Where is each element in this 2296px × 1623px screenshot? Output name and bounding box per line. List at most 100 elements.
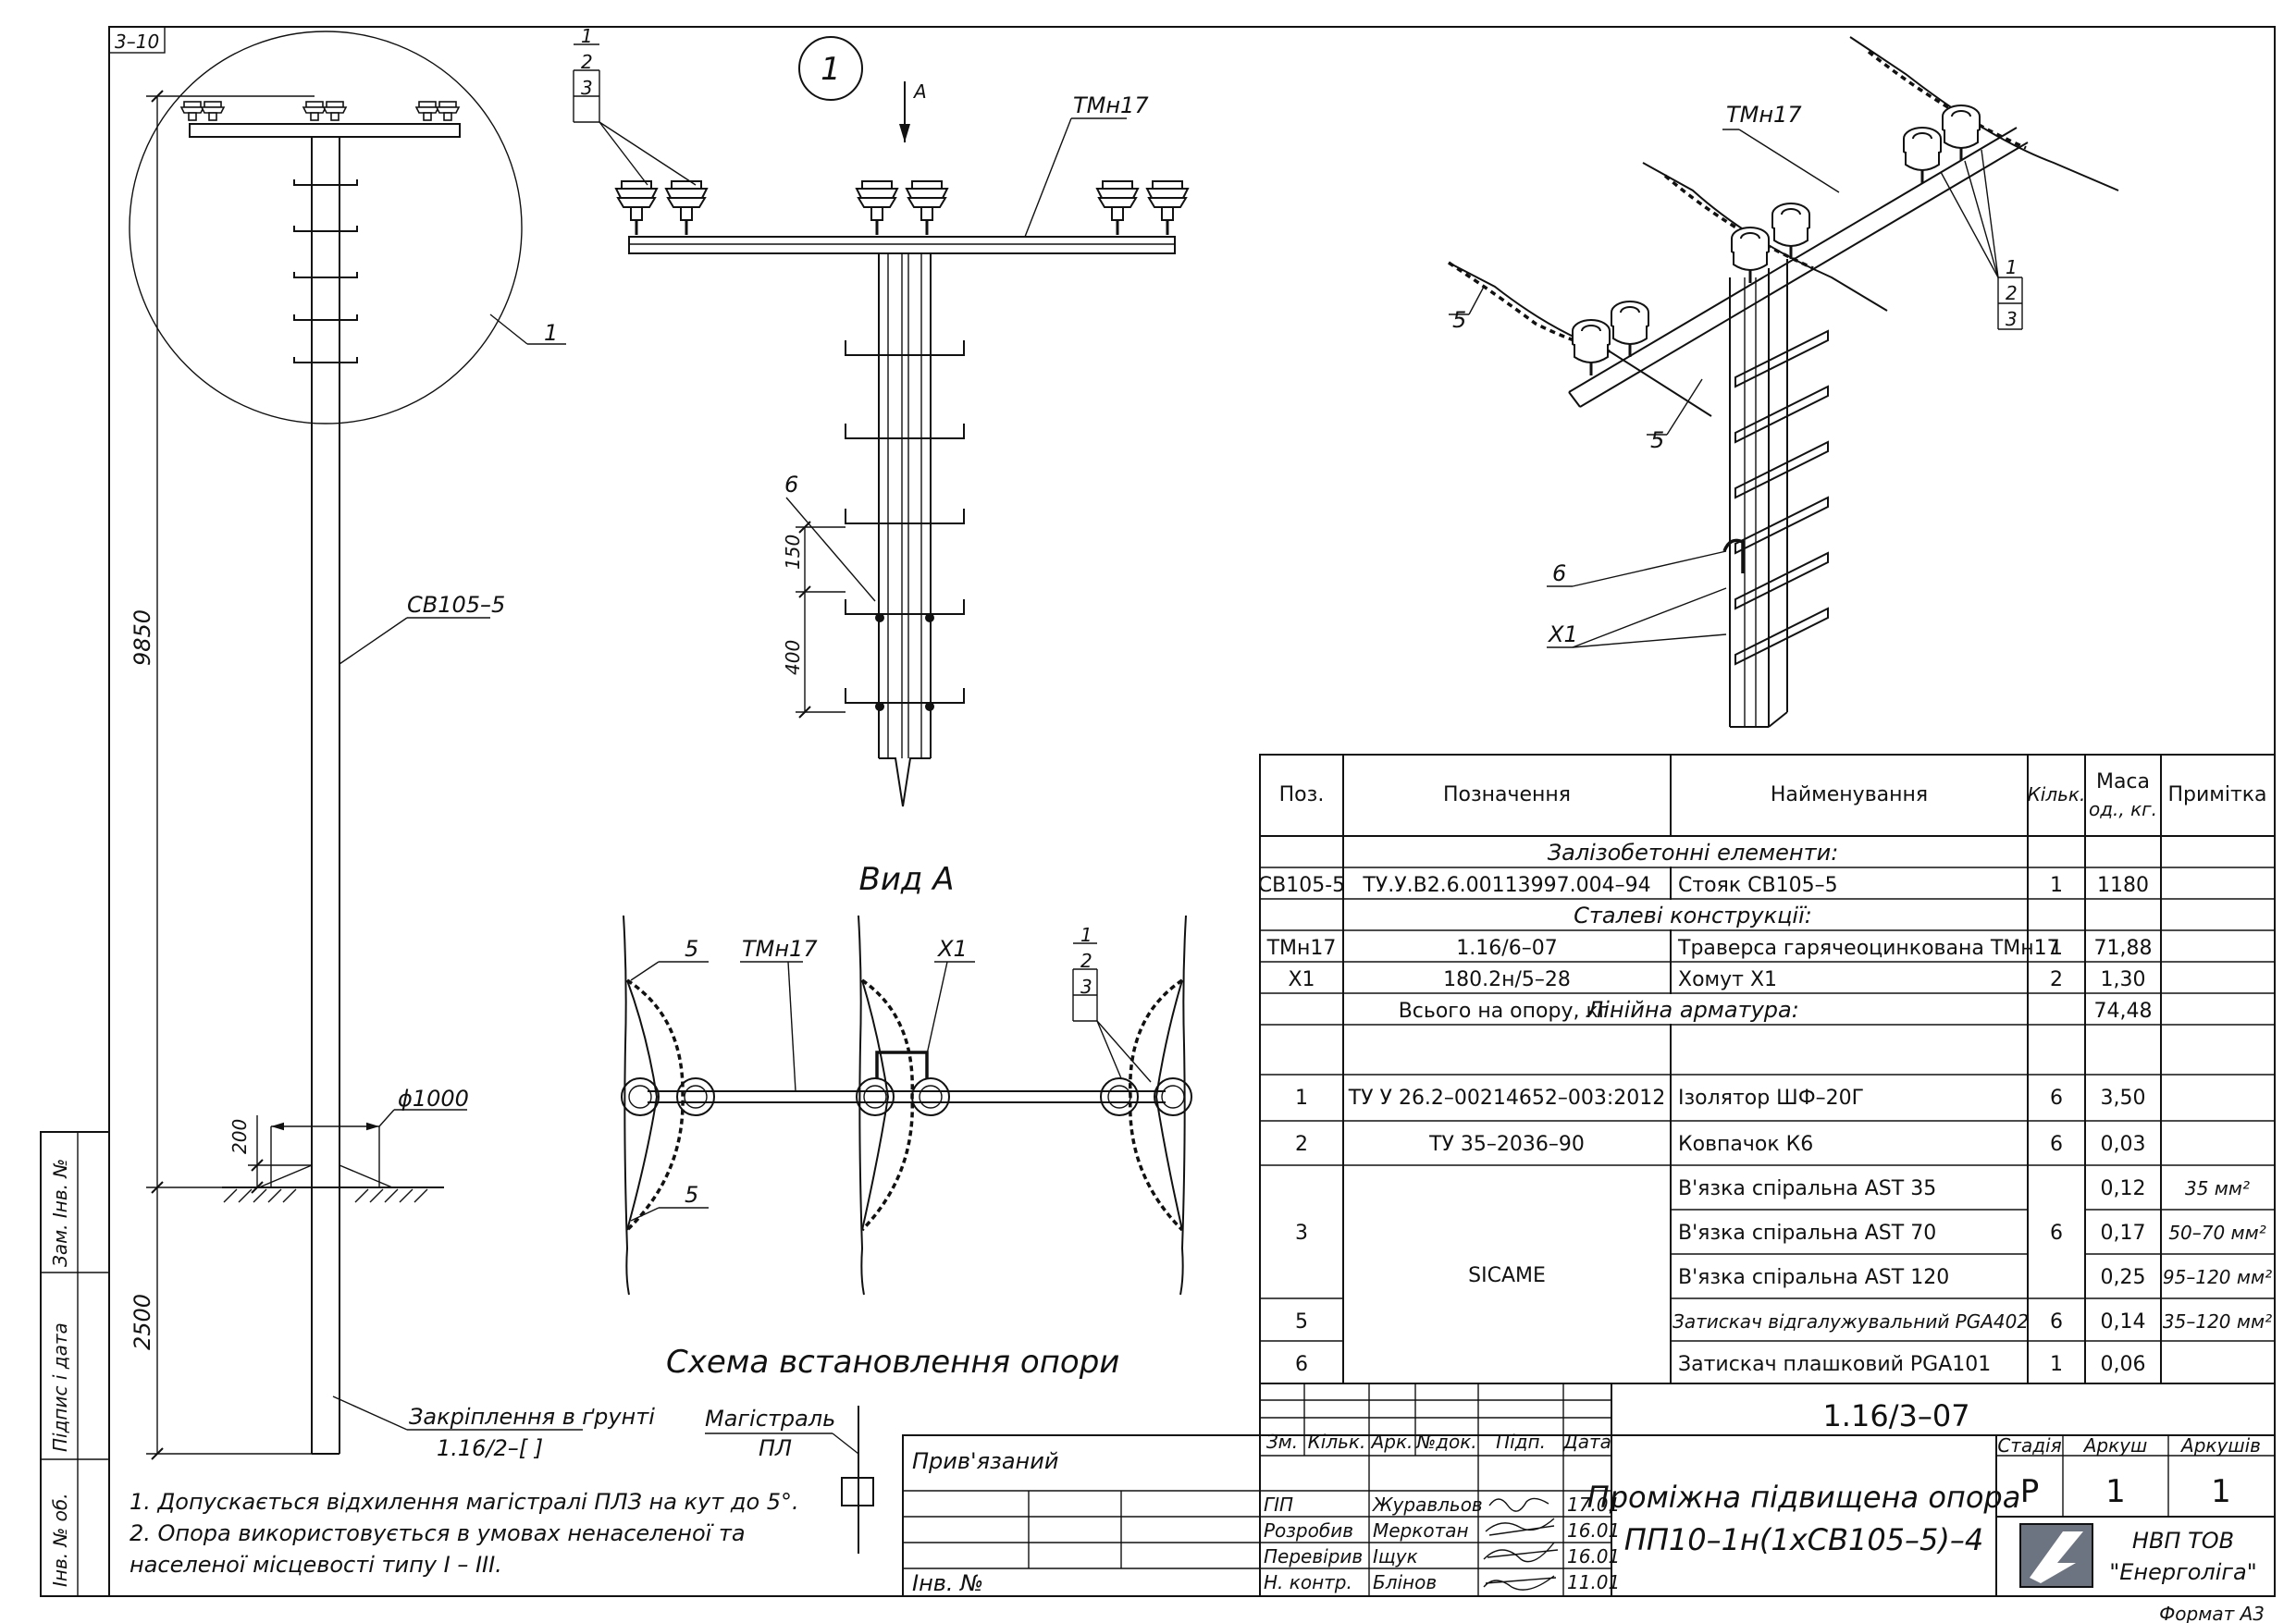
bom-cell: 2 [1295,1133,1308,1156]
bom-cell: 71,88 [2094,937,2153,960]
dim-150: 150 [782,535,804,570]
bom-section-concrete: Залізобетонні елементи: [1548,840,1839,866]
iso-pos-1: 1 [2006,256,2018,278]
dim-400: 400 [782,640,804,675]
bom-section-fittings: Лінійна арматура: [1586,997,1799,1023]
bom-cell: В'язка спіральна AST 35 [1678,1177,1936,1200]
bom-cell: 1,30 [2101,968,2146,991]
iso-pos5-mid: 5 [1650,427,1664,453]
detail-1-drawing [573,36,1190,807]
tb-col-zm: Зм. [1266,1431,1298,1453]
bom-header-qty: Кільк. [2028,783,2086,805]
tb-col-ark: Арк. [1370,1431,1413,1453]
bom-cell: 6 [2050,1222,2063,1245]
bom-cell: ТУ У 26.2–00214652–003:2012 [1348,1087,1666,1110]
stage-label: Стадія [1997,1434,2061,1457]
doc-code: 1.16/3–07 [1822,1398,1969,1433]
view-a-drawing [621,915,1192,1296]
title-block: 1.16/3–07 Прив'язаний Інв. № Зм. Кільк. … [912,1398,2261,1596]
bom-cell: Затискач плашковий PGA101 [1678,1353,1991,1376]
bom-cell: 180.2н/5–28 [1443,968,1571,991]
isometric-drawing [1448,36,2119,728]
scheme-title: Схема встановлення опори [666,1344,1119,1381]
bom-section-steel: Сталеві конструкції: [1574,903,1812,928]
bom-total-mass: 74,48 [2094,1000,2153,1023]
bom-cell: SICAME [1468,1264,1546,1287]
staff-role: Н. контр. [1264,1571,1352,1593]
staff-name: Іщук [1373,1545,1418,1568]
bom-cell: Траверса гарячеоцинкована ТМн17 [1677,937,2060,960]
iso-pos-3: 3 [2006,308,2018,330]
bom-cell: 0,12 [2101,1177,2146,1200]
bom-cell: 3 [1295,1222,1308,1245]
view-a-pos-2: 2 [1080,950,1092,972]
bom-cell: 1 [2050,874,2063,897]
view-a-pos5-top: 5 [685,936,698,962]
bom-cell: В'язка спіральна AST 120 [1678,1266,1949,1289]
sheet-ref: 3–10 [115,31,159,53]
bom-table-grid [1259,754,2276,1384]
detail-pos-1: 1 [581,25,593,47]
dim-pole-depth: 2500 [130,1294,155,1350]
detail-pos-3: 3 [581,77,593,99]
bom-cell: Хомут Х1 [1678,968,1777,991]
tb-col-sign: Підп. [1496,1431,1546,1453]
staff-role: ГІП [1264,1494,1293,1516]
view-a-arrow-label: А [912,80,927,103]
bom-cell: 0,25 [2101,1266,2146,1289]
bom-cell: Стояк СВ105–5 [1678,874,1838,897]
bom-cell: 1 [2050,1353,2063,1376]
iso-pos5-left: 5 [1452,307,1466,333]
tb-col-qty: Кільк. [1308,1431,1366,1453]
bom-cell: 0,03 [2101,1133,2146,1156]
bom-cell: 1.16/6–07 [1456,937,1557,960]
bom-cell: 6 [2050,1310,2063,1334]
stamp-pidpys: Підпис і дата [49,1322,71,1452]
bom-cell: Ковпачок К6 [1678,1133,1813,1156]
note-3: населеної місцевості типу І – ІІІ. [130,1552,502,1578]
view-a-pos-3: 3 [1080,976,1092,998]
bom-cell: Х1 [1288,968,1315,991]
bom-header-mass: Маса [2096,770,2150,793]
staff-role: Розробив [1264,1519,1353,1542]
stage-value: Р [2020,1473,2040,1510]
inv-label: Інв. № [912,1570,983,1596]
bom-header-code: Позначення [1443,783,1571,806]
bom-cell: 95–120 мм² [2163,1266,2272,1288]
scheme-drawing [705,1406,874,1554]
bom-cell: Ізолятор ШФ–20Г [1678,1087,1864,1110]
sheets-value: 1 [2211,1473,2231,1510]
detail-callout-1: 1 [544,320,558,346]
drawing-title: Проміжна підвищена опора [1587,1480,2021,1515]
view-a-title: Вид А [859,861,955,898]
staff-role: Перевірив [1264,1545,1363,1568]
bom-cell: 3,50 [2101,1087,2146,1110]
iso-pos6: 6 [1552,560,1566,586]
tb-col-doc: №док. [1415,1431,1476,1453]
bom-table: Поз. Позначення Найменування Кільк. Маса… [1258,770,2272,1376]
company-line1: НВП ТОВ [2132,1528,2234,1554]
pole-label: СВ105–5 [407,592,505,618]
bom-header-note: Примітка [2167,783,2266,806]
staff-date: 11.01 [1567,1571,1620,1593]
staff-date: 16.01 [1567,1545,1620,1568]
title-block-grid [902,1383,2276,1597]
bom-cell: 35 мм² [2185,1177,2250,1199]
bom-cell: 2 [2050,968,2063,991]
staff-name: Блінов [1373,1571,1437,1593]
stamp-zam-inv: Зам. Інв. № [49,1159,71,1267]
view-a-crossarm: ТМн17 [742,936,818,962]
detail-crossarm-label: ТМн17 [1073,92,1149,118]
staff-name: Меркотан [1373,1519,1469,1542]
diameter-label: ϕ1000 [398,1086,469,1112]
tb-col-date: Дата [1562,1431,1611,1453]
staff-date: 16.01 [1567,1519,1620,1542]
pole-elevation [129,31,583,1460]
bom-header-name: Найменування [1771,783,1928,806]
scheme-pl: ПЛ [759,1435,792,1461]
bom-cell: 1 [1295,1087,1308,1110]
dim-200: 200 [228,1119,251,1154]
anchoring-label: Закріплення в ґрунті [409,1404,655,1430]
bom-cell: ТУ.У.В2.6.00113997.004–94 [1362,874,1650,897]
bom-cell: 6 [2050,1087,2063,1110]
